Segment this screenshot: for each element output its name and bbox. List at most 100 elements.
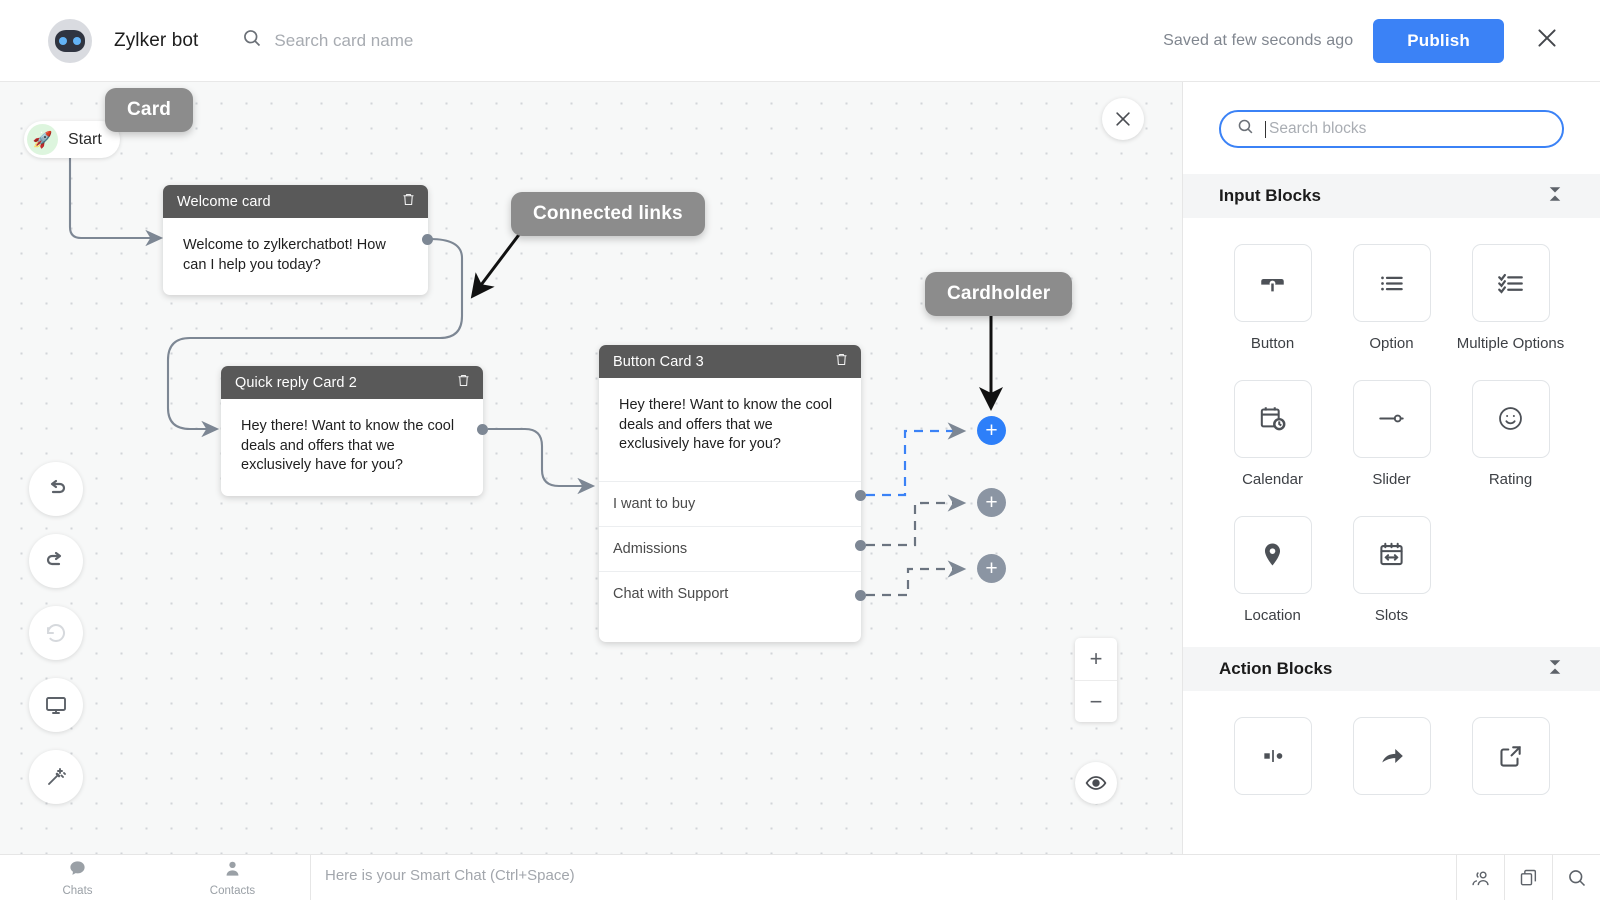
saved-status: Saved at few seconds ago (1163, 31, 1354, 49)
block-label: Location (1244, 606, 1301, 624)
card-title: Quick reply Card 2 (235, 374, 357, 391)
search-icon[interactable] (1552, 855, 1600, 900)
add-card-node[interactable]: + (977, 554, 1006, 583)
list-icon (1352, 244, 1431, 322)
block-button[interactable]: Button (1213, 244, 1332, 376)
block-label: Slider (1372, 470, 1411, 488)
bottom-item-label: Chats (62, 885, 93, 897)
block-location[interactable]: Location (1213, 515, 1332, 648)
blocks-search-wrap: Search blocks (1183, 82, 1600, 174)
people-icon[interactable] (1456, 855, 1504, 900)
start-label: Start (68, 130, 102, 148)
block-label: Slots (1374, 606, 1409, 624)
flow-canvas[interactable]: 🚀 Start Card Connected links Cardholder … (0, 82, 1182, 854)
slots-calendar-icon (1352, 515, 1431, 594)
block-external-link[interactable] (1451, 717, 1570, 830)
connector-layer (68, 158, 1003, 597)
block-split[interactable] (1213, 717, 1332, 830)
blocks-search-input[interactable]: Search blocks (1219, 110, 1564, 148)
reset-button[interactable] (29, 606, 83, 660)
block-slider[interactable]: Slider (1332, 379, 1451, 512)
card-body: Hey there! Want to know the cool deals a… (619, 397, 833, 453)
person-icon (223, 859, 242, 883)
card-option-port[interactable] (855, 490, 866, 501)
search-icon (242, 28, 262, 53)
block-rating[interactable]: Rating (1451, 379, 1570, 512)
blocks-panel: Search blocks Input Blocks B (1182, 82, 1600, 854)
card-option[interactable]: Admissions (599, 525, 861, 571)
action-blocks-grid (1183, 691, 1600, 830)
collapse-icon[interactable] (1546, 658, 1564, 681)
zoom-controls[interactable]: + − (1075, 638, 1117, 722)
block-multiple-options[interactable]: Multiple Options (1451, 244, 1570, 376)
section-title: Input Blocks (1219, 186, 1322, 205)
collapse-icon[interactable] (1546, 185, 1564, 208)
copy-icon[interactable] (1504, 855, 1552, 900)
close-icon[interactable] (1534, 25, 1560, 56)
card-header: Quick reply Card 2 (221, 366, 483, 399)
publish-button[interactable]: Publish (1373, 18, 1504, 63)
section-header-input-blocks[interactable]: Input Blocks (1183, 174, 1600, 218)
card-output-port[interactable] (422, 234, 433, 245)
trash-icon[interactable] (401, 192, 416, 211)
smart-chat-input[interactable]: Here is your Smart Chat (Ctrl+Space) (325, 867, 575, 884)
card-quick-reply[interactable]: Quick reply Card 2 Hey there! Want to kn… (221, 366, 483, 496)
block-option[interactable]: Option (1332, 244, 1451, 376)
card-header: Welcome card (163, 185, 428, 218)
zoom-in-button[interactable]: + (1089, 646, 1103, 671)
card-body: Hey there! Want to know the cool deals a… (241, 418, 455, 474)
card-option[interactable]: Chat with Support (599, 570, 861, 642)
bot-name: Zylker bot (114, 29, 199, 51)
section-header-action-blocks[interactable]: Action Blocks (1183, 647, 1600, 692)
bottom-item-contacts[interactable]: Contacts (155, 855, 310, 897)
start-node[interactable]: 🚀 Start (24, 121, 120, 158)
preview-eye-button[interactable] (1075, 762, 1117, 804)
trash-icon[interactable] (456, 373, 471, 392)
smiley-icon (1471, 379, 1550, 458)
block-calendar[interactable]: Calendar (1213, 379, 1332, 512)
bottom-item-chats[interactable]: Chats (0, 855, 155, 897)
external-link-icon (1471, 717, 1550, 796)
bottom-bar: Chats Contacts Here is your Smart Chat (… (0, 854, 1600, 900)
block-forward[interactable] (1332, 717, 1451, 830)
divider (310, 855, 311, 900)
block-label: Option (1369, 335, 1414, 352)
card-body: Welcome to zylkerchatbot! How can I help… (183, 237, 386, 273)
button-tap-icon (1233, 244, 1312, 322)
location-pin-icon (1233, 515, 1312, 594)
card-header: Button Card 3 (599, 345, 861, 378)
card-option[interactable]: I want to buy (599, 480, 861, 526)
canvas-close-button[interactable] (1102, 98, 1144, 140)
header-actions: Saved at few seconds ago Publish (1163, 18, 1600, 63)
card-search[interactable]: Search card name (242, 28, 413, 53)
zoom-out-button[interactable]: − (1075, 680, 1117, 722)
bottom-item-label: Contacts (209, 885, 256, 897)
blocks-search-placeholder: Search blocks (1269, 120, 1367, 137)
split-icon (1233, 717, 1312, 796)
calendar-clock-icon (1233, 379, 1312, 458)
trash-icon[interactable] (834, 352, 849, 371)
block-empty-slot (1451, 516, 1570, 648)
app-header: Zylker bot Search card name Saved at few… (0, 0, 1600, 82)
rocket-icon: 🚀 (27, 124, 58, 155)
block-label: Rating (1488, 470, 1533, 488)
block-slots[interactable]: Slots (1332, 515, 1451, 648)
input-blocks-grid: Button Option (1183, 218, 1600, 647)
chat-bubble-icon (68, 859, 87, 883)
card-button-card[interactable]: Button Card 3 Hey there! Want to know th… (599, 345, 861, 642)
card-option-port[interactable] (855, 540, 866, 551)
magic-wand-button[interactable] (29, 750, 83, 804)
bot-avatar (48, 18, 92, 63)
redo-button[interactable] (29, 534, 83, 588)
preview-screen-button[interactable] (29, 678, 83, 732)
add-card-node-active[interactable]: + (977, 416, 1006, 445)
undo-button[interactable] (29, 462, 83, 516)
search-icon (1237, 118, 1254, 140)
section-title: Action Blocks (1219, 659, 1333, 679)
card-output-port[interactable] (477, 424, 488, 435)
checklist-icon (1471, 244, 1550, 322)
card-option-port[interactable] (855, 590, 866, 601)
card-welcome[interactable]: Welcome card Welcome to zylkerchatbot! H… (163, 185, 428, 296)
robot-face-icon (55, 29, 85, 52)
add-card-node[interactable]: + (977, 488, 1006, 517)
